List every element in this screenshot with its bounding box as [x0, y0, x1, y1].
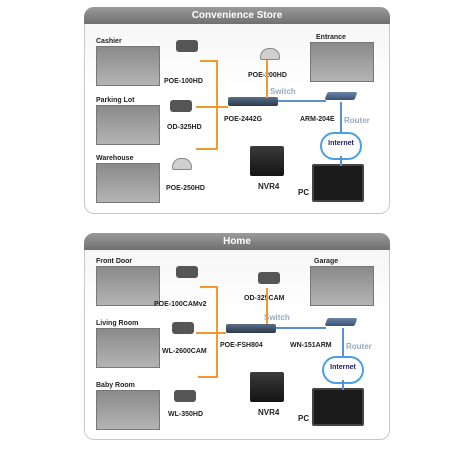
room-label: Cashier: [96, 38, 122, 45]
lan-wire: [340, 156, 342, 166]
router-icon: [324, 318, 358, 326]
device-label: WL-2600CAM: [162, 348, 207, 355]
cloud-icon: Internet: [320, 132, 362, 160]
nvr-label: NVR4: [258, 408, 280, 417]
router-label: Router: [344, 116, 370, 125]
poe-wire: [266, 60, 268, 98]
room-image: [96, 390, 160, 430]
panel-title: Home: [84, 233, 390, 250]
lan-wire: [342, 328, 344, 356]
poe-wire: [198, 376, 218, 378]
room-label: Parking Lot: [96, 97, 135, 104]
poe-wire: [200, 60, 218, 62]
switch-label: Switch: [264, 313, 290, 322]
poe-wire: [196, 106, 228, 108]
poe-wire: [196, 148, 218, 150]
poe-wire: [216, 60, 218, 148]
pc-label: PC: [298, 188, 310, 197]
ip-camera-icon: [172, 322, 194, 334]
room-image: [310, 42, 374, 82]
device-label: POE-100CAMv2: [154, 301, 207, 308]
internet-label: Internet: [330, 364, 356, 371]
device-label: POE-250HD: [166, 185, 205, 192]
lan-wire: [340, 102, 342, 132]
room-label: Warehouse: [96, 155, 134, 162]
pc-monitor-icon: [312, 164, 364, 202]
ip-camera-icon: [176, 266, 198, 278]
nvr-icon: [250, 372, 284, 402]
device-label: WN-151ARM: [290, 342, 332, 349]
device-label: POE-2442G: [224, 116, 263, 123]
switch-icon: [226, 324, 276, 333]
poe-wire: [216, 286, 218, 376]
ip-camera-icon: [176, 40, 198, 52]
device-label: ARM-204E: [300, 116, 335, 123]
router-label: Router: [346, 342, 372, 351]
lan-wire: [342, 380, 344, 390]
poe-wire: [196, 332, 226, 334]
room-image: [96, 328, 160, 368]
room-label: Baby Room: [96, 382, 135, 389]
pc-monitor-icon: [312, 388, 364, 426]
device-label: OD-325HD: [167, 124, 202, 131]
ip-camera-icon: [174, 390, 196, 402]
lan-wire: [278, 100, 326, 102]
switch-icon: [228, 97, 278, 106]
internet-label: Internet: [328, 140, 354, 147]
room-label: Front Door: [96, 258, 133, 265]
device-label: POE-100HD: [164, 78, 203, 85]
room-image: [96, 266, 160, 306]
router-icon: [324, 92, 358, 100]
poe-wire: [266, 288, 268, 324]
room-label: Entrance: [316, 34, 346, 41]
device-label: WL-350HD: [168, 411, 204, 418]
nvr-icon: [250, 146, 284, 176]
lan-wire: [276, 327, 326, 329]
nvr-label: NVR4: [258, 182, 280, 191]
device-label: OD-325CAM: [244, 295, 285, 302]
poe-wire: [200, 286, 218, 288]
cloud-icon: Internet: [322, 356, 364, 384]
room-label: Living Room: [96, 320, 139, 327]
room-image: [96, 163, 160, 203]
pc-label: PC: [298, 414, 310, 423]
panel-title: Convenience Store: [84, 7, 390, 24]
room-image: [310, 266, 374, 306]
ip-camera-icon: [170, 100, 192, 112]
ip-camera-icon: [258, 272, 280, 284]
dome-camera-icon: [260, 48, 280, 60]
room-image: [96, 105, 160, 145]
switch-label: Switch: [270, 87, 296, 96]
room-label: Garage: [314, 258, 339, 265]
dome-camera-icon: [172, 158, 192, 170]
device-label: POE-FSH804: [220, 342, 263, 349]
room-image: [96, 46, 160, 86]
